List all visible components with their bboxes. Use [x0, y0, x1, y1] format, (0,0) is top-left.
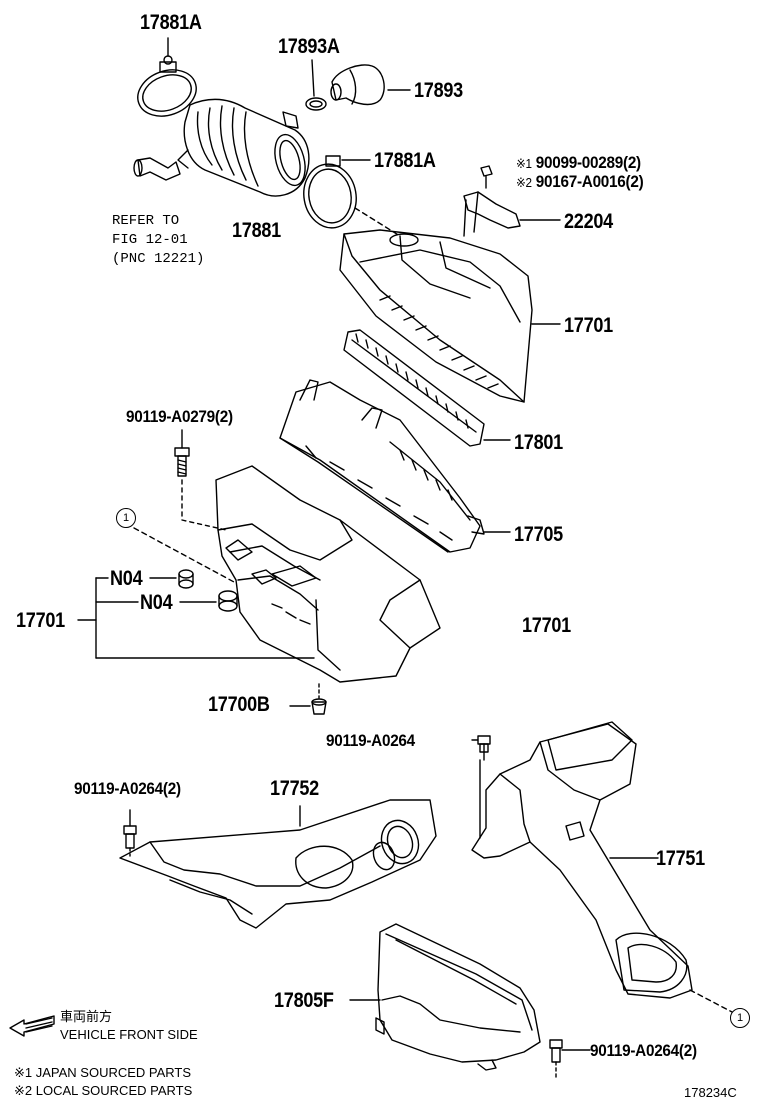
part-label-n04-b: N04: [140, 591, 173, 614]
screw-option-2: ※2 90167-A0016(2): [516, 172, 644, 191]
part-label-17893: 17893: [414, 79, 463, 102]
legend-front-jp: 車両前方: [60, 1009, 113, 1024]
screw-option-1: ※1 90099-00289(2): [516, 154, 641, 171]
screw-90099-symbol: [480, 165, 493, 189]
part-label-17881a-top: 17881A: [140, 11, 202, 34]
part-label-17701-left: 17701: [16, 609, 65, 632]
intake-duct-17752: [119, 799, 437, 929]
part-label-17700b: 17700B: [208, 693, 270, 716]
air-flow-meter-22204: [463, 191, 561, 237]
air-filter-element-17801: [343, 329, 511, 447]
part-label-17881: 17881: [232, 219, 281, 242]
clamp-17893a: [305, 59, 327, 111]
vehicle-front-arrow-icon: [9, 1015, 55, 1037]
part-label-90119-a0264-single: 90119-A0264: [326, 731, 415, 750]
part-label-17881a-mid: 17881A: [374, 149, 436, 172]
part-label-n04-a: N04: [110, 567, 143, 590]
part-label-90119-a0264-left: 90119-A0264(2): [74, 779, 181, 798]
hose-clamp-17881a-top: [137, 37, 197, 117]
part-label-17752: 17752: [270, 777, 319, 800]
refer-line-2: FIG 12-01: [112, 232, 188, 248]
leader-dash-clamp: [354, 207, 401, 237]
legend-note-2: ※2 LOCAL SOURCED PARTS: [14, 1083, 193, 1098]
legend-note-1: ※1 JAPAN SOURCED PARTS: [14, 1065, 192, 1080]
air-cleaner-hose-17881: [177, 98, 310, 197]
air-cleaner-case-17705: [279, 379, 511, 553]
bolt-90119-a0264-bottom: [549, 1039, 591, 1081]
screw-option-1-mark: ※1: [516, 156, 532, 171]
part-label-17893a: 17893A: [278, 35, 340, 58]
grommet-n04-a: [149, 569, 194, 589]
label-bracket-17701: [77, 577, 315, 659]
refer-line-3: (PNC 12221): [112, 251, 205, 267]
screw-option-2-value: 90167-A0016(2): [535, 172, 644, 191]
circle-ref-left: 1: [116, 508, 136, 528]
duct-17805f: [349, 923, 541, 1071]
intake-inlet-17751: [471, 721, 733, 1013]
refer-line-1: REFER TO: [112, 213, 180, 229]
circle-ref-right: 1: [730, 1008, 750, 1028]
hose-clamp-17881a-mid: [303, 155, 371, 229]
figure-id: 178234C: [684, 1085, 737, 1100]
part-label-17701-upper: 17701: [564, 314, 613, 337]
part-label-90119-a0264-bottom: 90119-A0264(2): [590, 1041, 697, 1060]
part-label-17705: 17705: [514, 523, 563, 546]
screw-option-1-value: 90099-00289(2): [535, 153, 641, 172]
plug-17700b: [289, 683, 327, 715]
bolt-90119-a0279: [174, 429, 227, 531]
part-label-22204: 22204: [564, 210, 613, 233]
part-label-17701-right: 17701: [522, 614, 571, 637]
part-label-17751: 17751: [656, 847, 705, 870]
part-label-17805f: 17805F: [274, 989, 334, 1012]
ventilation-hose-17893: [330, 64, 411, 106]
refer-elbow-fitting: [133, 157, 181, 181]
part-label-90119-a0279: 90119-A0279(2): [126, 407, 233, 426]
legend-front-en: VEHICLE FRONT SIDE: [60, 1027, 198, 1042]
grommet-n04-b: [179, 590, 238, 612]
air-cleaner-case-17701-lower: [215, 465, 441, 683]
air-cleaner-cap-17701-upper: [339, 229, 561, 403]
refer-note: REFER TO FIG 12-01 (PNC 12221): [112, 212, 204, 269]
screw-option-2-mark: ※2: [516, 175, 532, 190]
part-label-17801: 17801: [514, 431, 563, 454]
leader-dash-circle-1: [133, 527, 235, 583]
